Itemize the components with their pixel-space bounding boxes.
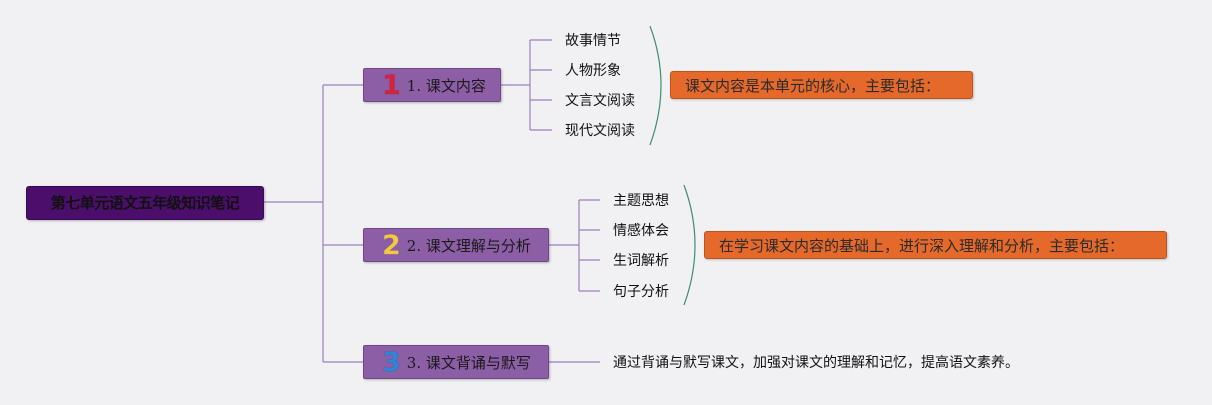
branch-label: 2. 课文理解与分析 xyxy=(406,236,531,255)
number-2-badge: 2 xyxy=(382,229,401,261)
branch-1-subtopic-ticks xyxy=(530,39,552,131)
summary-callout-1[interactable]: 课文内容是本单元的核心，主要包括： xyxy=(670,71,973,99)
branch-label: 1. 课文内容 xyxy=(406,76,486,95)
branch-label: 3. 课文背诵与默写 xyxy=(406,353,531,372)
summary-callout-text: 课文内容是本单元的核心，主要包括： xyxy=(685,77,941,95)
subtopic-vocabulary[interactable]: 生词解析 xyxy=(613,253,669,269)
number-3-badge: 3 xyxy=(382,346,401,378)
subtopic-story-plot[interactable]: 故事情节 xyxy=(565,33,621,49)
root-topic[interactable]: 第七单元语文五年级知识笔记 xyxy=(26,186,264,220)
subtopic-theme[interactable]: 主题思想 xyxy=(613,193,669,209)
branch-understanding-analysis[interactable]: 2 2. 课文理解与分析 xyxy=(363,228,549,262)
subtopic-modern-reading[interactable]: 现代文阅读 xyxy=(565,123,635,139)
subtopic-characters[interactable]: 人物形象 xyxy=(565,63,621,79)
brace-1 xyxy=(649,25,662,146)
root-topic-title: 第七单元语文五年级知识笔记 xyxy=(50,194,240,212)
subtopic-sentence-analysis[interactable]: 句子分析 xyxy=(613,284,669,300)
brace-2 xyxy=(683,184,696,306)
summary-callout-text: 在学习课文内容的基础上，进行深入理解和分析，主要包括： xyxy=(719,237,1125,255)
branch-course-content[interactable]: 1 1. 课文内容 xyxy=(363,68,501,102)
recitation-note[interactable]: 通过背诵与默写课文，加强对课文的理解和记忆，提高语文素养。 xyxy=(613,355,1019,371)
subtopic-classical-reading[interactable]: 文言文阅读 xyxy=(565,93,635,109)
branch-recitation-dictation[interactable]: 3 3. 课文背诵与默写 xyxy=(363,345,549,379)
number-1-badge: 1 xyxy=(382,69,401,101)
branch-2-subtopic-ticks xyxy=(579,199,600,292)
summary-callout-2[interactable]: 在学习课文内容的基础上，进行深入理解和分析，主要包括： xyxy=(704,231,1167,259)
subtopic-emotion[interactable]: 情感体会 xyxy=(613,223,669,239)
